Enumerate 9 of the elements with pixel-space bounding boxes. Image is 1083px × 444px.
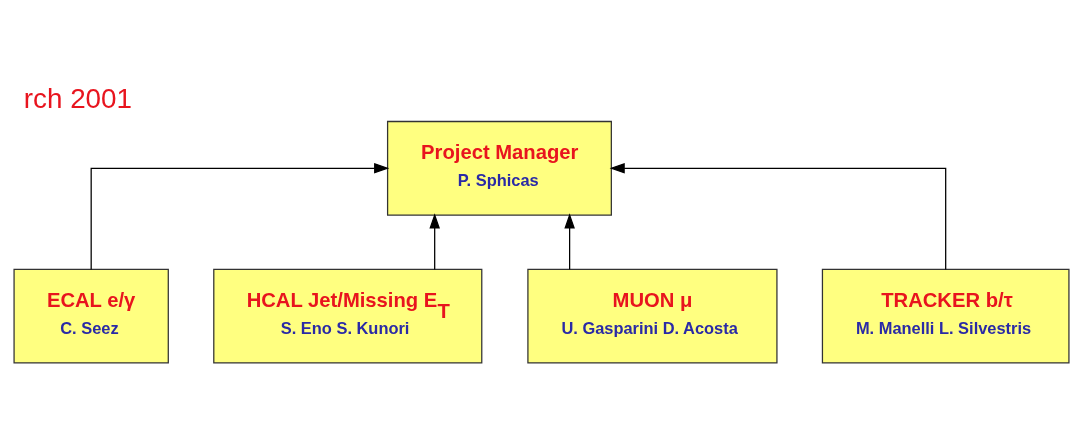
diagram-title: rch 2001 [23,83,132,115]
arrow [90,162,390,270]
node-box: MUON μ U. Gasparini D. Acosta [527,268,778,364]
arrow [609,162,947,270]
node-box: Project Manager P. Sphicas [386,120,612,216]
node-box: TRACKER b/τ M. Manelli L. Silvestris [821,268,1070,364]
arrow [564,213,575,270]
arrow [429,213,440,270]
node-box: ECAL e/γ C. Seez [13,268,169,364]
